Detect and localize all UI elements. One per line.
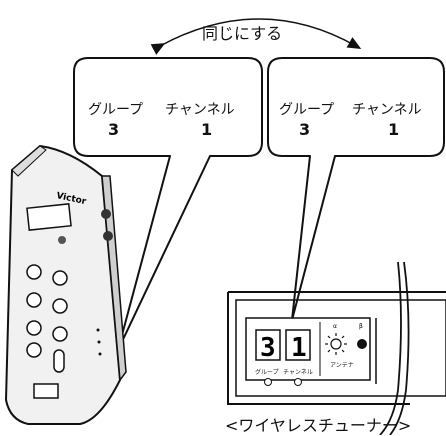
right-channel-value: 1 [388, 120, 400, 139]
tuner-channel-label: チャンネル [283, 369, 313, 376]
group-button [264, 378, 272, 386]
right-balloon [267, 57, 445, 321]
group-digit-box [255, 329, 281, 361]
tuner-caption: <ワイヤレスチューナー> [225, 416, 412, 435]
group-display-digit: 3 [260, 333, 276, 363]
channel-button [294, 378, 302, 386]
beta-indicator-led [357, 339, 367, 349]
antenna-indicator-icon [325, 333, 347, 355]
beta-label: β [359, 323, 363, 330]
led-icon [58, 236, 66, 244]
wireless-microphone: Victor [4, 144, 127, 425]
left-group-label: グループ [88, 102, 144, 118]
channel-digit-box [285, 329, 311, 361]
left-channel-label: チャンネル [165, 102, 235, 118]
wireless-tuner: 3 1 α β [227, 261, 446, 435]
sync-arrow [150, 18, 362, 55]
left-channel-value: 1 [201, 120, 213, 139]
alpha-label: α [333, 323, 337, 330]
right-group-value: 3 [299, 120, 311, 139]
tuner-antenna-label: アンテナ [330, 362, 354, 369]
right-channel-label: チャンネル [352, 102, 422, 118]
left-group-value: 3 [108, 120, 120, 139]
left-balloon [73, 57, 263, 351]
diagram-title: 同じにする [202, 24, 283, 43]
channel-display-digit: 1 [291, 333, 307, 363]
tuner-group-label: グループ [255, 369, 279, 376]
right-group-label: グループ [279, 102, 335, 118]
lcd-window [26, 203, 72, 231]
